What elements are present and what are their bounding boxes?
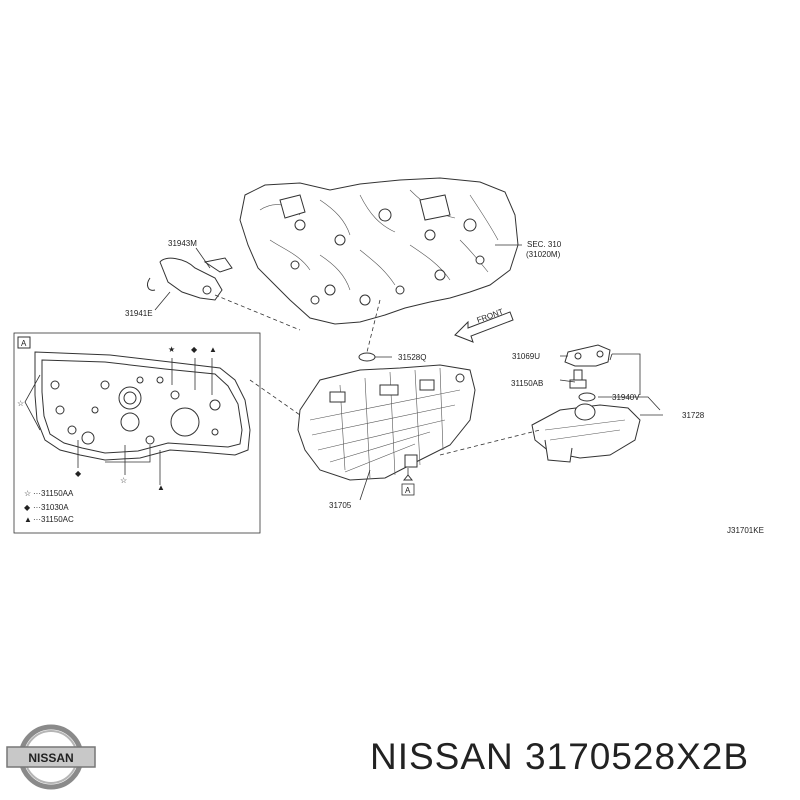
svg-text:☆: ☆ xyxy=(17,399,24,408)
svg-text:▲: ▲ xyxy=(157,483,165,492)
legend-symbol-diamond: ◆ xyxy=(24,503,31,512)
svg-text:☆: ☆ xyxy=(120,476,127,485)
parts-diagram: ★ ◆ ▲ ☆ ◆ ☆ ▲ A ☆ ···31150AA ◆ ···31030A… xyxy=(13,177,764,535)
sensor-31943m xyxy=(147,257,233,301)
diagram-code: J31701KE xyxy=(727,526,764,535)
label-31528q: 31528Q xyxy=(398,353,426,362)
part-number-title: NISSAN 3170528X2B xyxy=(370,736,750,777)
bracket-31069u xyxy=(564,344,611,367)
svg-text:▲: ▲ xyxy=(209,345,217,354)
svg-text:◆: ◆ xyxy=(75,469,82,478)
label-31020m: (31020M) xyxy=(526,250,561,259)
transmission-case xyxy=(239,177,519,325)
legend-text-31150ac: ···31150AC xyxy=(33,515,74,524)
svg-text:★: ★ xyxy=(168,345,175,354)
legend-text-31150aa: ···31150AA xyxy=(33,489,74,498)
legend-symbol-star: ☆ xyxy=(24,489,31,498)
legend: ☆ ···31150AA ◆ ···31030A ▲ ···31150AC xyxy=(24,489,74,524)
view-a-label: A xyxy=(21,339,27,348)
valve-body-31705 xyxy=(297,364,476,481)
label-31150ab: 31150AB xyxy=(511,379,543,388)
label-31705: 31705 xyxy=(329,501,352,510)
front-arrow: FRONT xyxy=(454,307,514,343)
label-31940v: 31940V xyxy=(612,393,640,402)
label-31943m: 31943M xyxy=(168,239,197,248)
svg-text:◆: ◆ xyxy=(191,345,198,354)
label-31941e: 31941E xyxy=(125,309,153,318)
label-31728: 31728 xyxy=(682,411,705,420)
separator-plate-view: ★ ◆ ▲ ☆ ◆ ☆ ▲ A xyxy=(13,332,261,534)
nissan-logo: NISSAN xyxy=(6,724,96,790)
label-31069u: 31069U xyxy=(512,352,540,361)
label-sec310: SEC. 310 xyxy=(527,240,562,249)
legend-symbol-triangle: ▲ xyxy=(24,515,32,524)
oil-strainer-31728 xyxy=(531,403,641,463)
view-a-reference: A xyxy=(405,486,411,495)
o-ring-31940v xyxy=(578,392,596,402)
legend-text-31030a: ···31030A xyxy=(33,503,69,512)
o-ring-31528q xyxy=(358,352,376,362)
nissan-logo-text: NISSAN xyxy=(28,751,73,765)
bolt-31150ab xyxy=(569,369,587,389)
